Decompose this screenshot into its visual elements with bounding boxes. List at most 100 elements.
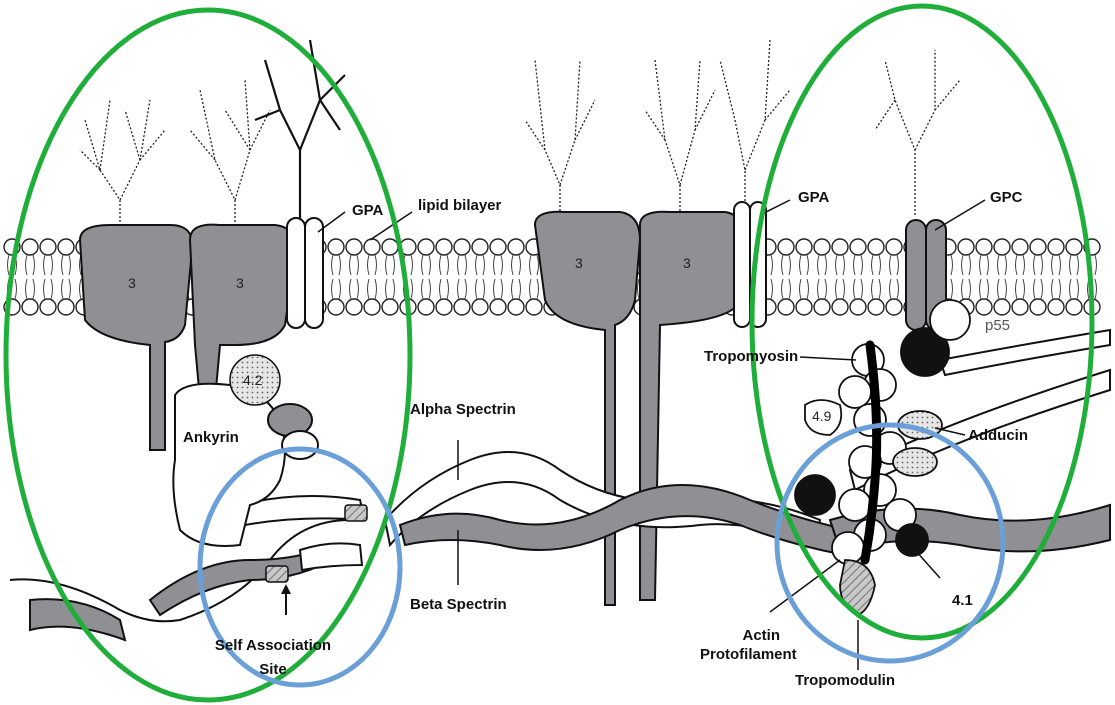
lipid-head [436, 299, 452, 315]
lipid-tail [494, 255, 503, 275]
lipid-head [346, 299, 362, 315]
label-adducin: Adducin [968, 428, 1028, 444]
lipid-tail [836, 255, 845, 275]
lipid-head [508, 239, 524, 255]
lipid-head [382, 239, 398, 255]
lipid-tail [872, 255, 881, 275]
lipid-tail [998, 255, 1007, 275]
lipid-tail [44, 279, 53, 299]
lipid-tail [476, 255, 485, 275]
lipid-tail [1016, 279, 1025, 299]
label-actin-line1: Actin [700, 628, 780, 644]
lipid-tail [62, 279, 71, 299]
lipid-tail [962, 279, 971, 299]
lipid-head [346, 239, 362, 255]
lipid-tail [1052, 255, 1061, 275]
lipid-head [1066, 239, 1082, 255]
label-self-association-line2: Site [198, 662, 348, 678]
label-band-4-2: 4.2 [243, 372, 262, 388]
lipid-head [1066, 299, 1082, 315]
lipid-head [1048, 299, 1064, 315]
lipid-head [490, 239, 506, 255]
glycan-chains-dark [255, 40, 345, 225]
lipid-tail [494, 279, 503, 299]
lipid-head [1012, 239, 1028, 255]
lipid-head [1048, 239, 1064, 255]
label-beta-spectrin: Beta Spectrin [410, 597, 507, 613]
lipid-head [1030, 239, 1046, 255]
label-gpc: GPC [990, 190, 1023, 206]
lipid-tail [980, 255, 989, 275]
lipid-head [868, 299, 884, 315]
lipid-head [796, 239, 812, 255]
lipid-head [832, 299, 848, 315]
label-actin-line2: Protofilament [700, 647, 780, 663]
lipid-head [868, 239, 884, 255]
lipid-tail [890, 255, 899, 275]
lipid-head [436, 239, 452, 255]
lipid-head [814, 299, 830, 315]
lipid-head [832, 239, 848, 255]
lipid-head [472, 239, 488, 255]
lipid-tail [350, 279, 359, 299]
lipid-head [778, 299, 794, 315]
lipid-head [526, 299, 542, 315]
lipid-tail [1034, 279, 1043, 299]
lipid-tail [386, 279, 395, 299]
lipid-tail [1034, 255, 1043, 275]
lipid-tail [800, 279, 809, 299]
lipid-tail [44, 255, 53, 275]
band3-label-a: 3 [128, 275, 136, 291]
lipid-tail [980, 279, 989, 299]
lipid-tail [800, 255, 809, 275]
lipid-head [40, 239, 56, 255]
band3-label-c: 3 [575, 255, 583, 271]
lipid-head [472, 299, 488, 315]
lipid-tail [476, 279, 485, 299]
label-self-association: Self Association Site [198, 638, 348, 678]
label-ankyrin: Ankyrin [183, 430, 239, 446]
lipid-head [382, 299, 398, 315]
lipid-tail [440, 255, 449, 275]
lipid-tail [386, 255, 395, 275]
lipid-tail [512, 279, 521, 299]
lipid-tail [854, 255, 863, 275]
lipid-head [850, 239, 866, 255]
lipid-tail [422, 279, 431, 299]
lipid-head [796, 299, 812, 315]
label-tropomodulin: Tropomodulin [795, 673, 895, 689]
lipid-head [490, 299, 506, 315]
label-alpha-spectrin: Alpha Spectrin [410, 402, 516, 418]
lipid-head [976, 299, 992, 315]
lipid-tail [332, 279, 341, 299]
lipid-head [814, 239, 830, 255]
lipid-head [886, 299, 902, 315]
lipid-tail [962, 255, 971, 275]
lipid-tail [1052, 279, 1061, 299]
lipid-tail [890, 279, 899, 299]
lipid-head [328, 239, 344, 255]
lipid-tail [854, 279, 863, 299]
lipid-head [418, 239, 434, 255]
lipid-head [22, 299, 38, 315]
lipid-head [976, 239, 992, 255]
lipid-head [454, 239, 470, 255]
lipid-head [850, 299, 866, 315]
lipid-tail [998, 279, 1007, 299]
label-band-4-9: 4.9 [812, 408, 831, 424]
lipid-tail [368, 255, 377, 275]
lipid-head [40, 299, 56, 315]
lipid-tail [62, 255, 71, 275]
lipid-tail [458, 279, 467, 299]
lipid-head [22, 239, 38, 255]
lipid-tail [872, 279, 881, 299]
label-band-4-1: 4.1 [952, 593, 973, 609]
lipid-head [58, 239, 74, 255]
lipid-head [994, 299, 1010, 315]
lipid-head [778, 239, 794, 255]
label-actin-protofilament: Actin Protofilament [700, 628, 780, 663]
lipid-tail [1070, 279, 1079, 299]
lipid-tail [836, 279, 845, 299]
lipid-head [508, 299, 524, 315]
